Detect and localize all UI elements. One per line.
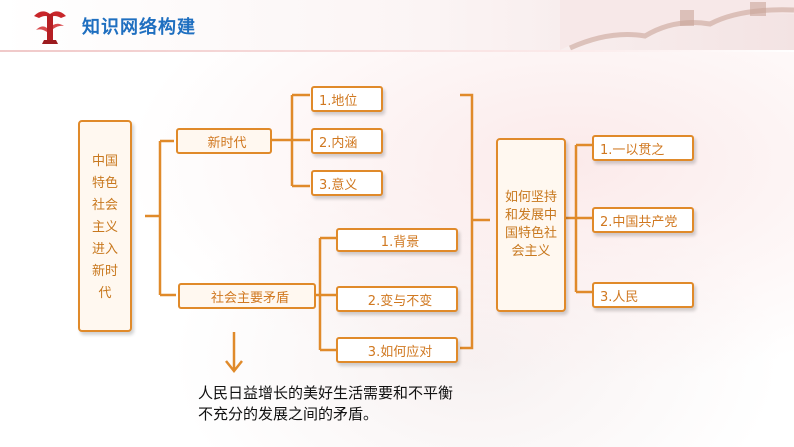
great-wall-decoration-icon — [560, 0, 794, 51]
branch-new-era-label: 新时代 — [207, 135, 247, 151]
contradiction-item-2: 2.变与不变 — [336, 286, 458, 312]
header-divider — [0, 50, 794, 52]
new-era-item-2: 2.内涵 — [311, 128, 383, 154]
right-item-1: 1.一以贯之 — [592, 135, 694, 161]
down-arrow-icon — [225, 332, 243, 374]
right-item-3-label: 3.人民 — [600, 289, 639, 305]
branch-main-contradiction-label: 社会主要矛盾 — [210, 290, 289, 306]
contradiction-item-3: 3.如何应对 — [336, 337, 458, 363]
huabiao-logo-icon — [34, 11, 66, 44]
new-era-item-1: 1.地位 — [311, 86, 383, 112]
branch-main-contradiction: 社会主要矛盾 — [178, 283, 316, 309]
right-item-2-label: 2.中国共产党 — [600, 214, 678, 230]
new-era-item-3: 3.意义 — [311, 170, 383, 196]
right-item-1-label: 1.一以贯之 — [600, 142, 665, 158]
contradiction-item-3-label: 3.如何应对 — [367, 344, 433, 360]
new-era-item-2-label: 2.内涵 — [319, 135, 358, 151]
right-item-2: 2.中国共产党 — [592, 207, 694, 233]
contradiction-item-2-label: 2.变与不变 — [367, 293, 433, 309]
contradiction-item-1-label: 1.背景 — [380, 234, 420, 250]
right-item-3: 3.人民 — [592, 282, 694, 308]
right-topic-text: 如何坚持和发展中国特色社会主义 — [504, 190, 557, 259]
note-line-2: 不充分的发展之间的矛盾。 — [198, 405, 379, 423]
root-topic-text: 中国特色社会主义进入新时代 — [91, 154, 118, 301]
contradiction-item-1: 1.背景 — [336, 228, 458, 252]
root-topic-box: 中国特色社会主义进入新时代 — [78, 120, 132, 332]
note-line-1: 人民日益增长的美好生活需要和不平衡 — [198, 384, 454, 402]
new-era-item-3-label: 3.意义 — [319, 177, 358, 193]
branch-new-era: 新时代 — [176, 128, 272, 154]
page-title: 知识网络构建 — [82, 17, 196, 38]
right-topic-box: 如何坚持和发展中国特色社会主义 — [496, 138, 566, 312]
new-era-item-1-label: 1.地位 — [319, 93, 358, 109]
contradiction-note: 人民日益增长的美好生活需要和不平衡 不充分的发展之间的矛盾。 — [198, 383, 518, 425]
